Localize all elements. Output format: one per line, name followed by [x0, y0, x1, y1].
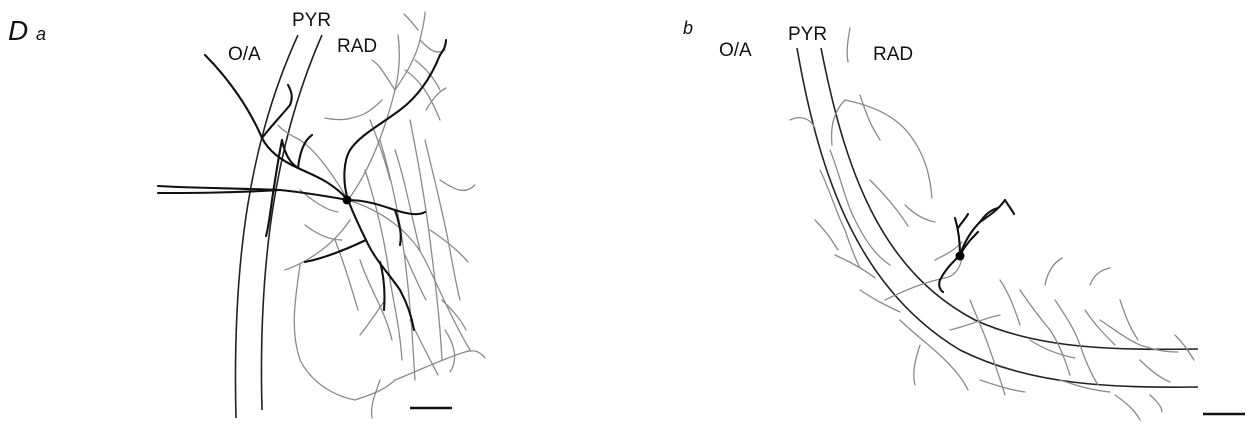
panel-a-axon-arbor [278, 12, 485, 418]
panel-a-layer-pyr: PYR [292, 10, 331, 31]
panel-b: b O/A PYR RAD [683, 18, 1245, 420]
panel-b-dendrites [939, 200, 1014, 292]
panel-a-layer-oa: O/A [228, 44, 261, 65]
panel-b-pyr-boundary-inner [821, 48, 1198, 349]
panel-a-layer-rad: RAD [337, 36, 377, 57]
panel-b-axon-arbor [790, 28, 1194, 420]
panel-a-sublabel: a [36, 24, 46, 44]
panel-b-sublabel: b [683, 18, 693, 38]
panel-b-soma [956, 252, 965, 261]
panel-b-layer-oa: O/A [719, 40, 752, 61]
panel-b-layer-rad: RAD [873, 44, 913, 65]
panel-letter: D [8, 15, 28, 46]
panel-b-pyr-boundary-outer [797, 48, 1198, 387]
panel-a-dendrites [158, 40, 446, 330]
panel-b-layer-pyr: PYR [788, 24, 827, 45]
panel-a: D a O/A PYR RAD [8, 10, 485, 418]
panel-a-pyr-boundary-left [235, 35, 298, 418]
panel-a-soma [343, 196, 352, 205]
